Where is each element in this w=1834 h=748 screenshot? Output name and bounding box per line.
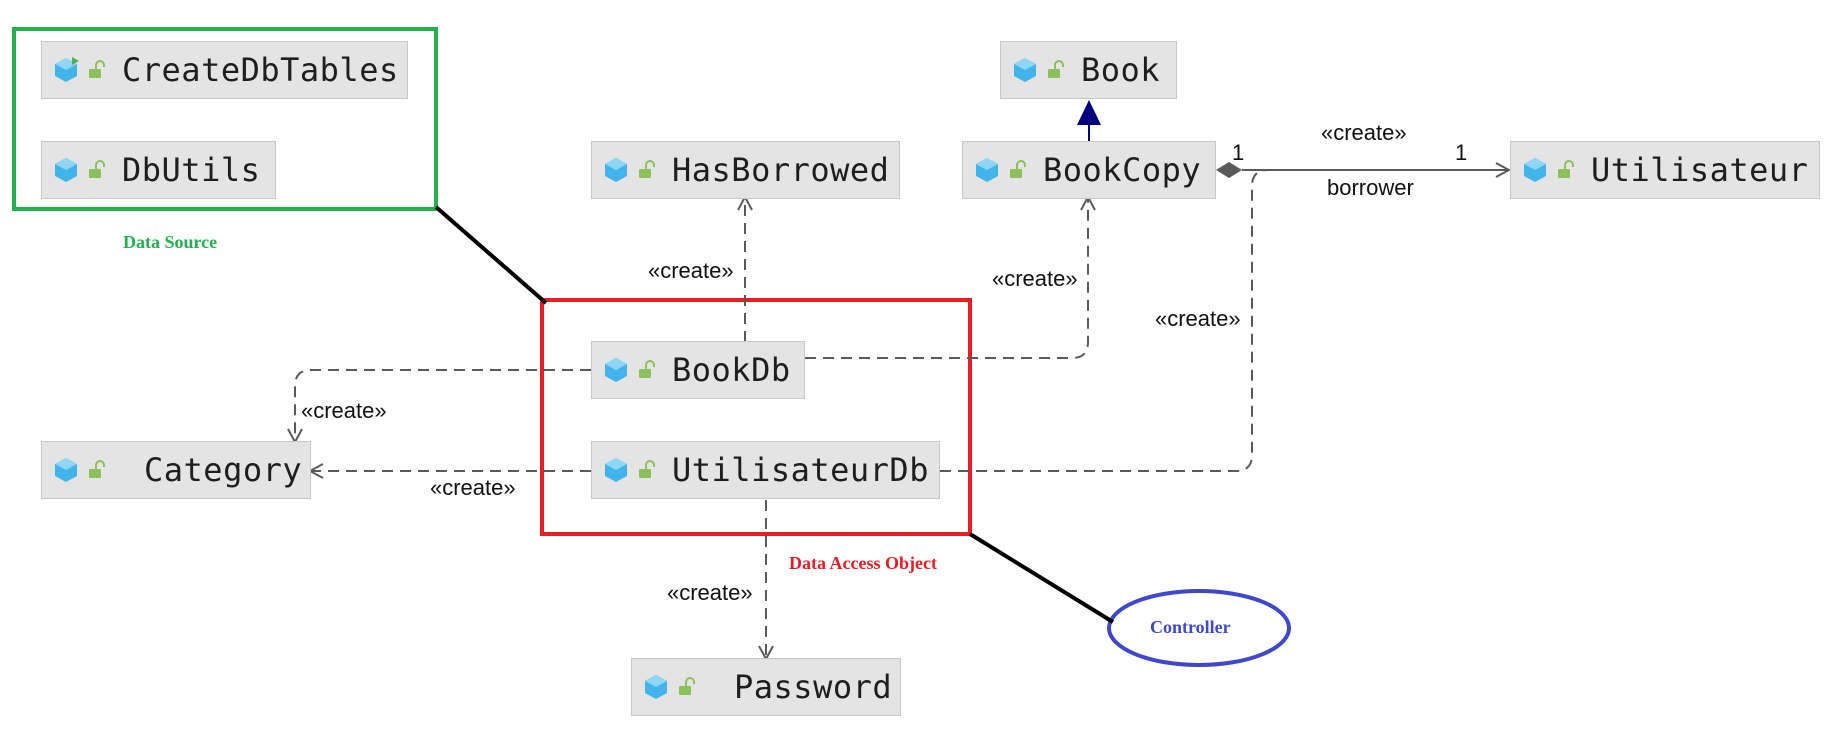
data-source-frame: [12, 27, 438, 211]
class-book-copy[interactable]: BookCopy: [962, 141, 1216, 199]
class-cube-icon: [976, 158, 998, 182]
unlocked-padlock-icon: [89, 60, 105, 78]
group-label-data-access-object: Data Access Object: [789, 553, 937, 573]
label-create-category-bottom: «create»: [430, 475, 516, 500]
class-password[interactable]: Password: [631, 658, 901, 716]
class-cube-icon: [1524, 158, 1546, 182]
label-create-hasborrowed: «create»: [648, 258, 734, 283]
unlocked-padlock-icon: [89, 160, 105, 178]
class-book-db[interactable]: BookDb: [591, 341, 805, 399]
class-name: CreateDbTables: [122, 51, 399, 89]
label-create-category-top: «create»: [301, 398, 387, 423]
multiplicity-source: 1: [1232, 140, 1245, 165]
unlocked-padlock-icon: [639, 360, 655, 378]
controller-ellipse: [1107, 589, 1291, 667]
label-create-utilisateur-dep: «create»: [1155, 306, 1241, 331]
class-cube-icon: [1014, 58, 1036, 82]
class-cube-icon: [645, 675, 667, 699]
unlocked-padlock-icon: [1558, 160, 1574, 178]
unlocked-padlock-icon: [1048, 60, 1064, 78]
dep-bookdb-bookcopy: [805, 198, 1088, 359]
class-cube-icon: [55, 158, 77, 182]
unlocked-padlock-icon: [639, 460, 655, 478]
unlocked-padlock-icon: [89, 460, 105, 478]
multiplicity-target: 1: [1455, 140, 1468, 165]
class-name: BookCopy: [1043, 151, 1202, 189]
class-cube-icon: [605, 358, 627, 382]
unlocked-padlock-icon: [639, 160, 655, 178]
class-db-utils[interactable]: DbUtils: [41, 141, 276, 199]
dep-utilisateurdb-utilisateur: [940, 169, 1273, 472]
group-label-data-source: Data Source: [123, 232, 218, 252]
class-name: HasBorrowed: [672, 151, 890, 189]
unlocked-padlock-icon: [679, 677, 695, 695]
class-cube-icon: [55, 458, 77, 482]
role-borrower: borrower: [1327, 175, 1414, 200]
class-name: BookDb: [672, 351, 791, 389]
datasource-dao-connector: [434, 205, 548, 305]
class-cube-icon: [605, 158, 627, 182]
unlocked-padlock-icon: [1010, 160, 1026, 178]
group-label-controller: Controller: [1150, 617, 1231, 637]
composition-diamond: [1216, 162, 1242, 178]
class-name: Book: [1081, 51, 1161, 89]
class-name: DbUtils: [122, 151, 261, 189]
class-has-borrowed[interactable]: HasBorrowed: [591, 141, 900, 199]
label-create-password: «create»: [667, 580, 753, 605]
class-name: UtilisateurDb: [672, 451, 929, 489]
class-name: Category: [144, 451, 303, 489]
class-name: Password: [734, 668, 893, 706]
dao-controller-connector: [968, 532, 1115, 624]
label-create-bookcopy: «create»: [992, 266, 1078, 291]
class-cube-icon: [605, 458, 627, 482]
data-access-object-frame: [540, 298, 972, 536]
class-name: Utilisateur: [1591, 151, 1809, 189]
class-cube-icon: [55, 57, 79, 82]
dep-bookdb-category: [295, 369, 591, 441]
class-create-db-tables[interactable]: CreateDbTables: [41, 41, 408, 99]
class-book[interactable]: Book: [1000, 41, 1177, 99]
label-create-utilisateur-assoc: «create»: [1321, 120, 1407, 145]
class-utilisateur-db[interactable]: UtilisateurDb: [591, 441, 940, 499]
class-utilisateur[interactable]: Utilisateur: [1510, 141, 1820, 199]
generalization-arrowhead: [1077, 100, 1101, 125]
class-category[interactable]: Category: [41, 441, 311, 499]
